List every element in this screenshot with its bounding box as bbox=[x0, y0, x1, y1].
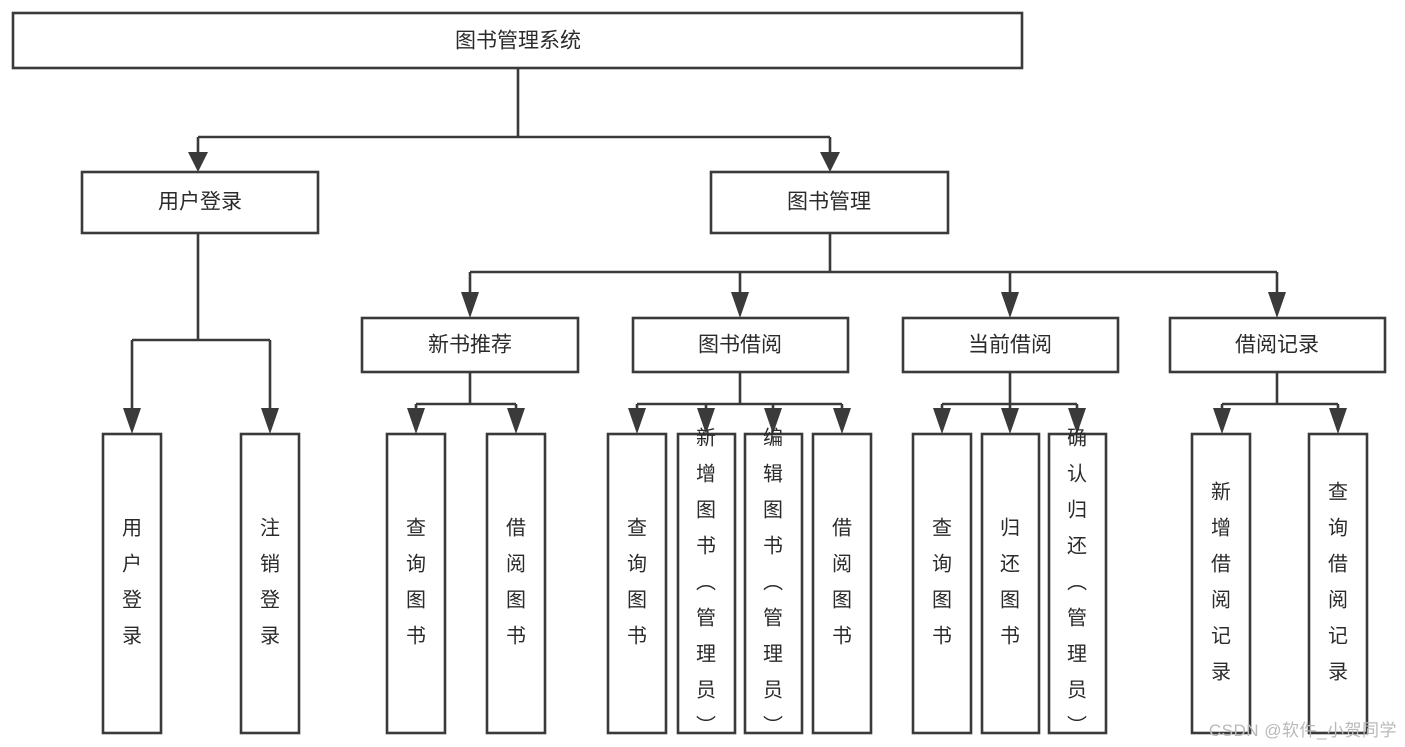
connector-group-new-book-recommend bbox=[407, 372, 525, 434]
node-leaf-add-book-box[interactable] bbox=[676, 432, 737, 735]
node-borrow-record[interactable]: 借阅记录 bbox=[1168, 316, 1387, 374]
arrow-to-leaf-edit-book bbox=[764, 408, 782, 434]
connector-group-book-manage bbox=[461, 233, 1286, 318]
node-leaf-query-record-label: 查询借阅记录 bbox=[1328, 480, 1348, 683]
node-leaf-confirm-return[interactable]: 确认归还︵管理员︶ bbox=[1047, 426, 1108, 737]
node-leaf-return-book-label: 归还图书 bbox=[1000, 516, 1020, 647]
node-leaf-add-record-box[interactable] bbox=[1190, 432, 1252, 735]
node-current-borrow-box[interactable] bbox=[901, 316, 1120, 374]
arrow-to-user-login bbox=[188, 152, 208, 172]
node-leaf-add-record[interactable]: 新增借阅记录 bbox=[1190, 432, 1252, 735]
arrow-to-leaf-borrow-book-2 bbox=[833, 408, 851, 434]
node-user-login-box[interactable] bbox=[80, 170, 320, 235]
node-leaf-borrow-book-1-label: 借阅图书 bbox=[506, 516, 526, 647]
node-leaf-query-book-2-label: 查询图书 bbox=[627, 516, 647, 647]
node-leaf-query-book-1-box[interactable] bbox=[385, 432, 447, 735]
node-leaf-add-book-label: 新增图书︵管理员︶ bbox=[696, 426, 716, 737]
node-root-box[interactable] bbox=[11, 11, 1024, 70]
arrow-to-leaf-logout-login bbox=[261, 408, 279, 434]
node-leaf-query-book-3-label: 查询图书 bbox=[932, 516, 952, 647]
node-book-manage[interactable]: 图书管理 bbox=[709, 170, 950, 235]
node-leaf-query-book-1[interactable]: 查询图书 bbox=[385, 432, 447, 735]
node-book-manage-box[interactable] bbox=[709, 170, 950, 235]
arrow-to-new-book-recommend bbox=[461, 292, 479, 318]
node-leaf-user-login-box[interactable] bbox=[101, 432, 163, 735]
arrow-to-leaf-borrow-book-1 bbox=[507, 408, 525, 434]
node-leaf-logout-login-label: 注销登录 bbox=[260, 516, 280, 647]
node-leaf-user-login[interactable]: 用户登录 bbox=[101, 432, 163, 735]
node-leaf-borrow-book-2-box[interactable] bbox=[811, 432, 873, 735]
node-current-borrow-label: 当前借阅 bbox=[968, 334, 1052, 357]
node-leaf-borrow-book-2[interactable]: 借阅图书 bbox=[811, 432, 873, 735]
node-leaf-query-record[interactable]: 查询借阅记录 bbox=[1307, 432, 1369, 735]
node-leaf-return-book[interactable]: 归还图书 bbox=[980, 432, 1041, 735]
node-leaf-edit-book[interactable]: 编辑图书︵管理员︶ bbox=[743, 426, 804, 737]
connector-group-current-borrow bbox=[933, 372, 1086, 434]
node-leaf-edit-book-box[interactable] bbox=[743, 432, 804, 735]
arrow-to-leaf-confirm-return bbox=[1068, 408, 1086, 434]
node-root-label: 图书管理系统 bbox=[455, 30, 581, 53]
node-leaf-query-book-1-label: 查询图书 bbox=[406, 516, 426, 647]
arrow-to-leaf-add-record bbox=[1213, 408, 1231, 434]
node-leaf-confirm-return-box[interactable] bbox=[1047, 432, 1108, 735]
arrow-to-leaf-add-book bbox=[697, 408, 715, 434]
node-leaf-user-login-label: 用户登录 bbox=[122, 517, 142, 647]
node-current-borrow[interactable]: 当前借阅 bbox=[901, 316, 1120, 374]
node-leaf-borrow-book-1[interactable]: 借阅图书 bbox=[485, 432, 547, 735]
node-leaf-query-book-2[interactable]: 查询图书 bbox=[606, 432, 668, 735]
node-user-login-label: 用户登录 bbox=[158, 191, 242, 214]
node-book-borrow-box[interactable] bbox=[631, 316, 850, 374]
connector-group-borrow-record bbox=[1213, 372, 1347, 434]
node-leaf-confirm-return-label: 确认归还︵管理员︶ bbox=[1067, 426, 1087, 737]
node-new-book-recommend[interactable]: 新书推荐 bbox=[360, 316, 580, 374]
arrow-to-leaf-query-book-1 bbox=[407, 408, 425, 434]
node-leaf-borrow-book-1-box[interactable] bbox=[485, 432, 547, 735]
connector-group-user-login bbox=[123, 233, 279, 434]
arrow-to-book-borrow bbox=[731, 292, 749, 318]
node-leaf-return-book-box[interactable] bbox=[980, 432, 1041, 735]
node-leaf-borrow-book-2-label: 借阅图书 bbox=[832, 516, 852, 647]
node-new-book-recommend-box[interactable] bbox=[360, 316, 580, 374]
arrow-to-leaf-query-book-2 bbox=[628, 408, 646, 434]
node-leaf-query-record-box[interactable] bbox=[1307, 432, 1369, 735]
node-root[interactable]: 图书管理系统 bbox=[11, 11, 1024, 70]
node-leaf-logout-login-box[interactable] bbox=[239, 432, 301, 735]
arrow-to-leaf-return-book bbox=[1001, 408, 1019, 434]
arrow-to-leaf-query-book-3 bbox=[933, 408, 951, 434]
node-borrow-record-label: 借阅记录 bbox=[1235, 334, 1319, 357]
node-book-borrow[interactable]: 图书借阅 bbox=[631, 316, 850, 374]
node-leaf-add-book[interactable]: 新增图书︵管理员︶ bbox=[676, 426, 737, 737]
connector-group-book-borrow bbox=[628, 372, 851, 434]
node-leaf-edit-book-label: 编辑图书︵管理员︶ bbox=[763, 426, 783, 737]
arrow-to-current-borrow bbox=[1001, 292, 1019, 318]
node-leaf-add-record-label: 新增借阅记录 bbox=[1211, 480, 1231, 683]
node-borrow-record-box[interactable] bbox=[1168, 316, 1387, 374]
node-book-manage-label: 图书管理 bbox=[787, 191, 871, 214]
node-leaf-logout-login[interactable]: 注销登录 bbox=[239, 432, 301, 735]
node-new-book-recommend-label: 新书推荐 bbox=[428, 334, 512, 357]
node-leaf-query-book-3[interactable]: 查询图书 bbox=[911, 432, 973, 735]
node-user-login[interactable]: 用户登录 bbox=[80, 170, 320, 235]
arrow-to-borrow-record bbox=[1268, 292, 1286, 318]
arrow-to-leaf-query-record bbox=[1329, 408, 1347, 434]
arrow-to-book-manage bbox=[820, 152, 840, 172]
arrow-to-leaf-user-login bbox=[123, 408, 141, 434]
node-book-borrow-label: 图书借阅 bbox=[698, 334, 782, 357]
node-leaf-query-book-2-box[interactable] bbox=[606, 432, 668, 735]
connector-group-root bbox=[188, 68, 840, 172]
node-leaf-query-book-3-box[interactable] bbox=[911, 432, 973, 735]
